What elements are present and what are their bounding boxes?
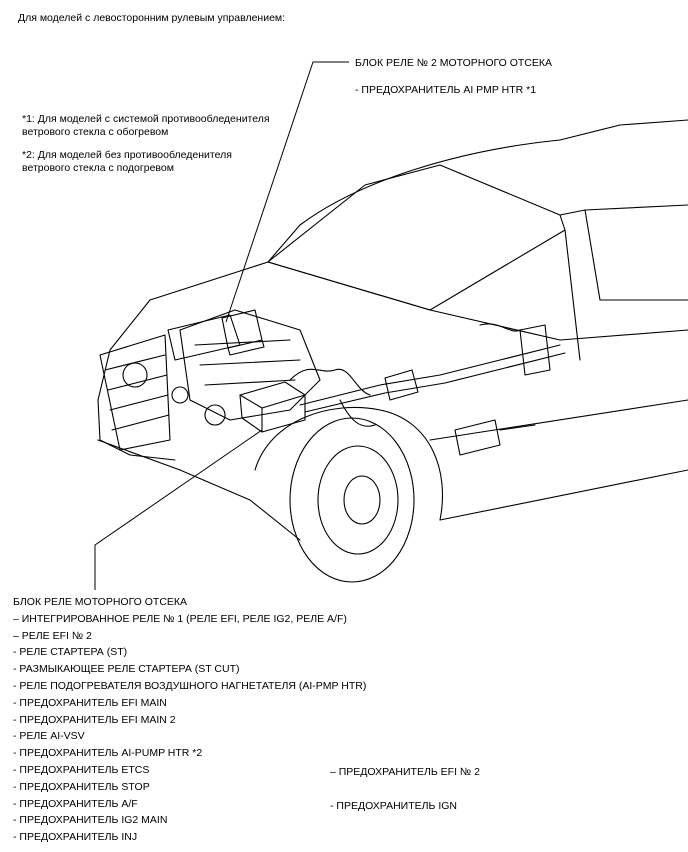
front-rim bbox=[317, 445, 399, 555]
engine-relay-block-item: - РАЗМЫКАЮЩЕЕ РЕЛЕ СТАРТЕРА (ST CUT) bbox=[13, 663, 240, 676]
vehicle-roof-outline bbox=[299, 119, 688, 226]
windshield bbox=[267, 164, 566, 311]
fender-arch bbox=[254, 406, 444, 521]
alternator bbox=[122, 362, 148, 388]
engine-relay-block-item: - ПРЕДОХРАНИТЕЛЬ IGN bbox=[330, 800, 457, 812]
engine-relay-block-item: - ПРЕДОХРАНИТЕЛЬ IG2 MAIN bbox=[13, 814, 168, 827]
engine-relay-block-item: - ПРЕДОХРАНИТЕЛЬ EFI MAIN 2 bbox=[13, 713, 176, 726]
engine-relay-block-item: - РЕЛЕ СТАРТЕРА (ST) bbox=[13, 646, 128, 659]
front-grille bbox=[99, 334, 171, 451]
footnote-1: *1: Для моделей с системой противообледе… bbox=[22, 113, 270, 139]
engine-relay-block-item: - РЕЛЕ ПОДОГРЕВАТЕЛЯ ВОЗДУШНОГО НАГНЕТАТ… bbox=[13, 679, 367, 692]
engine-relay-block-item: - ПРЕДОХРАНИТЕЛЬ A/F bbox=[13, 797, 138, 810]
catalytic-converter bbox=[384, 369, 419, 401]
engine-relay-block-list: БЛОК РЕЛЕ МОТОРНОГО ОТСЕКА – ИНТЕГРИРОВА… bbox=[13, 594, 366, 846]
relay-block-2-item: - ПРЕДОХРАНИТЕЛЬ AI PMP HTR *1 bbox=[355, 84, 537, 96]
engine-relay-block-item: - ПРЕДОХРАНИТЕЛЬ STOP bbox=[13, 780, 150, 793]
engine-relay-block-list-right: – ПРЕДОХРАНИТЕЛЬ EFI № 2 - ПРЕДОХРАНИТЕЛ… bbox=[330, 766, 480, 834]
engine-relay-block-item: - ПРЕДОХРАНИТЕЛЬ EFI MAIN bbox=[13, 696, 167, 709]
engine-relay-block-item: - ПРЕДОХРАНИТЕЛЬ INJ bbox=[13, 831, 138, 844]
engine-relay-block-item: - ПРЕДОХРАНИТЕЛЬ ETCS bbox=[13, 763, 150, 776]
engine-relay-block-item: – ПРЕДОХРАНИТЕЛЬ EFI № 2 bbox=[330, 766, 480, 778]
engine-relay-block-item: - РЕЛЕ AI-VSV bbox=[13, 730, 85, 743]
relay-block-2-title: БЛОК РЕЛЕ № 2 МОТОРНОГО ОТСЕКА bbox=[355, 57, 552, 69]
exhaust-pipe bbox=[299, 344, 561, 406]
front-tire bbox=[289, 417, 415, 583]
leader-line-relay-block-2 bbox=[225, 61, 349, 323]
footnote-2-line-2: ветрового стекла с подогревом bbox=[22, 162, 174, 174]
footnote-2: *2: Для моделей без противообледенителя … bbox=[22, 149, 232, 175]
engine-relay-block-item: - ПРЕДОХРАНИТЕЛЬ AI-PUMP HTR *2 bbox=[13, 747, 203, 760]
front-bumper bbox=[97, 439, 301, 541]
hood-outline bbox=[97, 261, 269, 461]
a-pillar bbox=[559, 209, 601, 301]
fuel-tank-sensor bbox=[519, 324, 551, 376]
engine-relay-block-item: – ИНТЕГРИРОВАННОЕ РЕЛЕ № 1 (РЕЛЕ EFI, РЕ… bbox=[13, 612, 347, 625]
front-door bbox=[564, 204, 688, 361]
footnote-2-line-1: *2: Для моделей без противообледенителя bbox=[22, 149, 232, 161]
page-header: Для моделей с левосторонним рулевым упра… bbox=[18, 12, 286, 24]
footnote-1-line-2: ветрового стекла с обогревом bbox=[22, 126, 169, 138]
wiring-harness bbox=[289, 368, 376, 427]
rear-converter bbox=[454, 419, 501, 456]
leader-line-engine-relay-block bbox=[94, 429, 263, 590]
engine-relay-block-box bbox=[239, 381, 306, 433]
engine-relay-block-item: – РЕЛЕ EFI № 2 bbox=[13, 629, 92, 642]
engine-relay-block-title: БЛОК РЕЛЕ МОТОРНОГО ОТСЕКА bbox=[13, 596, 188, 608]
body-side bbox=[429, 329, 688, 521]
footnote-1-line-1: *1: Для моделей с системой противообледе… bbox=[22, 113, 270, 125]
